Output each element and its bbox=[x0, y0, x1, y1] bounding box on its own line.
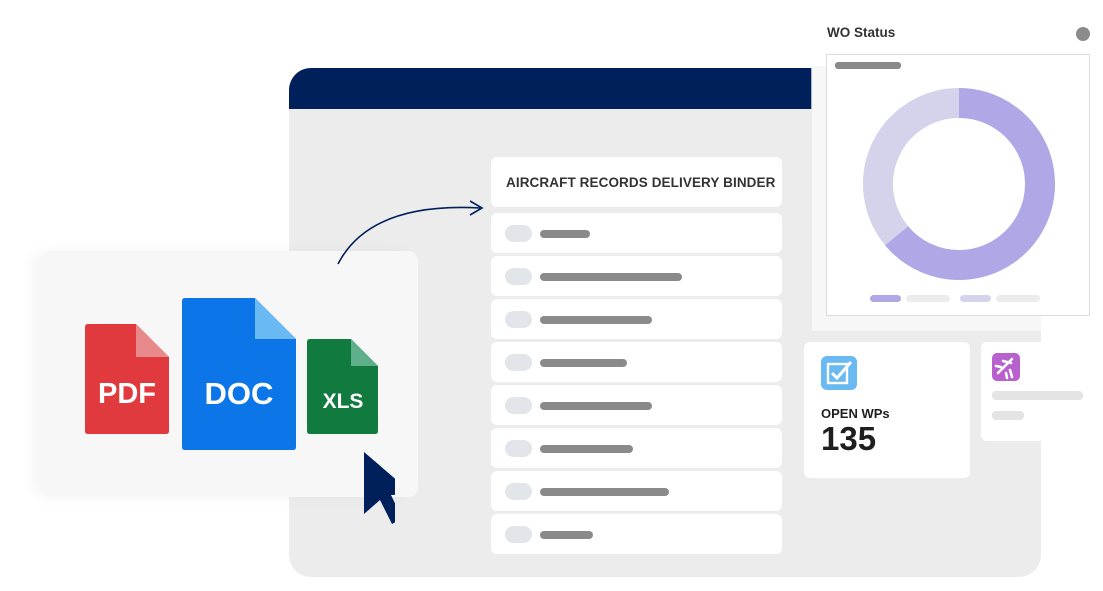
row-text-placeholder bbox=[540, 316, 652, 324]
row-toggle[interactable] bbox=[505, 440, 532, 457]
binder-row[interactable] bbox=[491, 428, 782, 468]
wo-menu-dot[interactable] bbox=[1076, 27, 1090, 41]
airplane-icon bbox=[992, 353, 1020, 381]
donut-slice-0[interactable] bbox=[885, 88, 1055, 280]
row-text-placeholder bbox=[540, 230, 590, 238]
mouse-cursor-icon bbox=[364, 452, 395, 524]
donut-slice-1[interactable] bbox=[863, 88, 960, 246]
row-text-placeholder bbox=[540, 488, 669, 496]
binder-row[interactable] bbox=[491, 514, 782, 554]
binder-row[interactable] bbox=[491, 299, 782, 339]
doc-file-icon[interactable]: DOC bbox=[182, 298, 296, 450]
row-text-placeholder bbox=[540, 445, 633, 453]
legend-label-placeholder bbox=[906, 295, 950, 302]
open-wps-label: OPEN WPs bbox=[821, 406, 890, 421]
xls-file-icon[interactable]: XLS bbox=[307, 339, 378, 434]
wo-status-title: WO Status bbox=[827, 25, 896, 40]
row-toggle[interactable] bbox=[505, 354, 532, 371]
row-text-placeholder bbox=[540, 359, 627, 367]
row-toggle[interactable] bbox=[505, 268, 532, 285]
pdf-label: PDF bbox=[98, 378, 156, 410]
legend-swatch bbox=[960, 295, 991, 302]
binder-title: AIRCRAFT RECORDS DELIVERY BINDER bbox=[491, 157, 782, 207]
pdf-file-icon[interactable]: PDF bbox=[85, 324, 169, 434]
flights-value-placeholder bbox=[992, 411, 1024, 420]
file-icons: PDF DOC XLS bbox=[85, 298, 395, 524]
transfer-arrow-icon bbox=[337, 200, 484, 265]
row-toggle[interactable] bbox=[505, 225, 532, 242]
row-text-placeholder bbox=[540, 273, 682, 281]
checkbox-icon bbox=[821, 356, 857, 390]
wo-card-subtitle-placeholder bbox=[835, 62, 901, 69]
open-wps-value: 135 bbox=[821, 420, 877, 457]
row-toggle[interactable] bbox=[505, 311, 532, 328]
row-text-placeholder bbox=[540, 531, 593, 539]
binder-row[interactable] bbox=[491, 213, 782, 253]
doc-label: DOC bbox=[205, 376, 274, 411]
binder-row[interactable] bbox=[491, 342, 782, 382]
binder-row[interactable] bbox=[491, 256, 782, 296]
row-toggle[interactable] bbox=[505, 526, 532, 543]
wo-status-donut-chart bbox=[863, 88, 1055, 280]
row-toggle[interactable] bbox=[505, 483, 532, 500]
legend-label-placeholder bbox=[996, 295, 1040, 302]
binder-row[interactable] bbox=[491, 385, 782, 425]
legend-swatch bbox=[870, 295, 901, 302]
xls-label: XLS bbox=[323, 390, 364, 413]
binder-row[interactable] bbox=[491, 471, 782, 511]
row-toggle[interactable] bbox=[505, 397, 532, 414]
flights-label-placeholder bbox=[992, 391, 1083, 400]
row-text-placeholder bbox=[540, 402, 652, 410]
